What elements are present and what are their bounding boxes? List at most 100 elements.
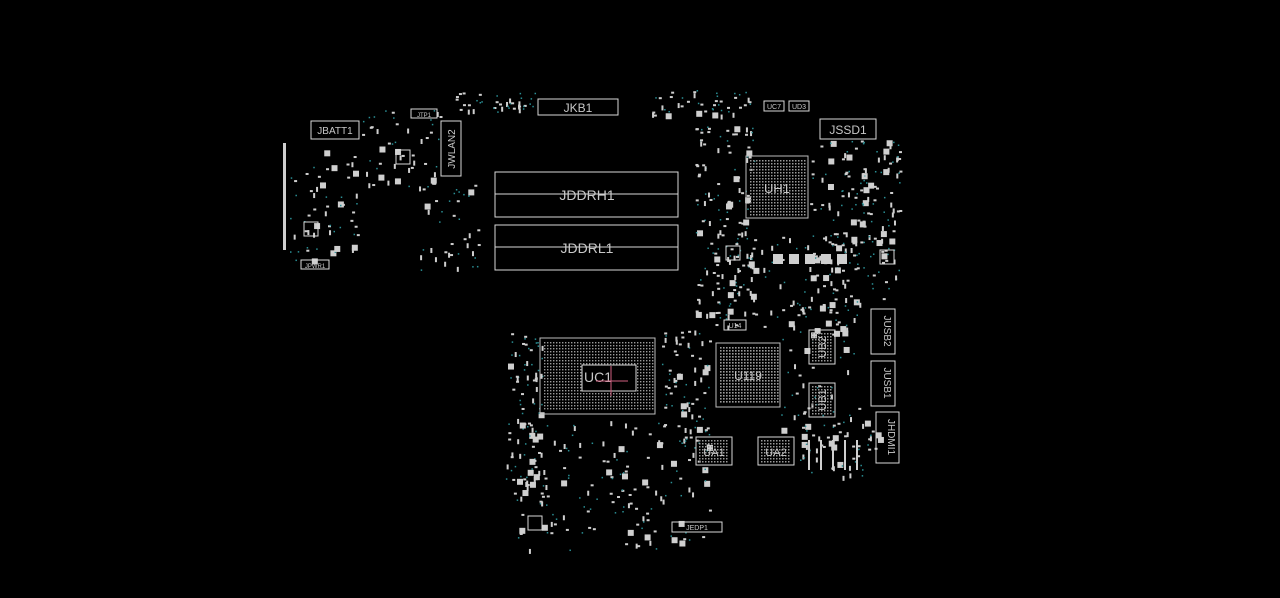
pad — [867, 196, 870, 202]
pad — [789, 238, 792, 244]
bga-ball — [559, 372, 561, 374]
bga-ball — [592, 345, 594, 347]
via — [776, 316, 779, 318]
pad — [540, 373, 543, 379]
pad — [691, 402, 695, 405]
resistor-pad — [837, 254, 847, 264]
bga-ball — [556, 345, 558, 347]
bga-ball — [723, 374, 725, 376]
connector-jpwr1[interactable]: JPWR1 — [300, 259, 330, 270]
pad — [713, 104, 717, 107]
memory-slot-jddrl1[interactable]: JDDRL1 — [494, 224, 679, 271]
chip-ud3[interactable]: UD3 — [788, 100, 810, 112]
bga-ball — [634, 342, 636, 344]
bga-ball — [571, 342, 573, 344]
connector-jusb2[interactable]: JUSB2 — [870, 308, 896, 355]
bga-ball — [782, 458, 784, 460]
connector-jtp1[interactable]: JTP1 — [410, 108, 438, 119]
bga-ball — [574, 402, 576, 404]
pad — [876, 240, 883, 247]
bga-ball — [804, 166, 806, 168]
bga-ball — [818, 360, 820, 362]
bga-ball — [568, 390, 570, 392]
bga-ball — [735, 395, 737, 397]
bga-ball — [818, 339, 820, 341]
bga-ball — [762, 199, 764, 201]
bga-ball — [744, 356, 746, 358]
pad — [830, 259, 833, 265]
bga-ball — [750, 374, 752, 376]
bga-ball — [750, 202, 752, 204]
bga-ball — [830, 389, 832, 391]
via — [531, 468, 533, 470]
pad — [526, 484, 530, 487]
bga-ball — [744, 377, 746, 379]
pad — [868, 235, 871, 241]
bga-ball — [756, 371, 758, 373]
bga-ball — [598, 354, 600, 356]
bga-ball — [652, 378, 654, 380]
bga-ball — [589, 345, 591, 347]
bga-ball — [771, 377, 773, 379]
bga-ball — [646, 369, 648, 371]
bga-ball — [583, 402, 585, 404]
bga-ball — [544, 381, 546, 383]
connector-jbatt1[interactable]: JBATT1 — [310, 120, 360, 140]
bga-ball — [598, 408, 600, 410]
pad — [668, 369, 672, 372]
pad — [326, 168, 330, 171]
memory-slot-jddrh1[interactable]: JDDRH1 — [494, 171, 679, 218]
bga-ball — [616, 351, 618, 353]
chip-ua2[interactable]: UA2 — [757, 436, 795, 466]
chip-uh1[interactable]: UH1 — [745, 155, 809, 219]
bga-ball — [607, 405, 609, 407]
bga-ball — [544, 357, 546, 359]
bga-ball — [553, 393, 555, 395]
bga-ball — [631, 348, 633, 350]
bga-ball — [765, 202, 767, 204]
connector-jhdmi1[interactable]: JHDMI1 — [875, 411, 900, 464]
chip-u14[interactable]: U14 — [723, 319, 747, 331]
pad — [734, 324, 738, 327]
connector-jedp1[interactable]: JEDP1 — [671, 521, 723, 533]
bga-ball — [774, 196, 776, 198]
bga-ball — [812, 404, 814, 406]
bga-ball — [604, 396, 606, 398]
bga-ball — [789, 214, 791, 216]
via — [408, 185, 410, 188]
bga-ball — [801, 160, 803, 162]
bga-ball — [753, 193, 755, 195]
pad — [592, 528, 596, 531]
via — [441, 211, 443, 213]
connector-jssd1[interactable]: JSSD1 — [819, 118, 877, 140]
via — [670, 481, 673, 484]
pad — [805, 444, 808, 450]
bga-ball — [753, 392, 755, 394]
pad — [717, 233, 720, 239]
bga-ball — [568, 345, 570, 347]
pad — [529, 458, 536, 465]
pad — [818, 436, 821, 442]
chip-uc7[interactable]: UC7 — [763, 100, 785, 112]
connector-jkb1[interactable]: JKB1 — [537, 98, 619, 116]
bga-ball — [777, 196, 779, 198]
bga-ball — [553, 345, 555, 347]
connector-jusb1[interactable]: JUSB1 — [870, 360, 896, 407]
chip-u119[interactable]: U119 — [715, 342, 781, 408]
pad — [468, 189, 475, 196]
bga-ball — [565, 390, 567, 392]
bga-ball — [759, 166, 761, 168]
chip-ub2[interactable]: UB2 — [808, 329, 836, 365]
chip-uc1[interactable]: UC1 — [539, 337, 656, 415]
bga-ball — [723, 356, 725, 358]
chip-ub1[interactable]: UB1 — [808, 382, 836, 418]
chip-ua1[interactable]: UA1 — [695, 436, 733, 466]
bga-ball — [553, 369, 555, 371]
bga-ball — [550, 357, 552, 359]
via — [746, 156, 749, 158]
via — [847, 309, 850, 312]
bga-ball — [774, 380, 776, 382]
connector-jwlan2[interactable]: JWLAN2 — [440, 120, 462, 177]
pad — [704, 110, 708, 113]
bga-ball — [643, 381, 645, 383]
